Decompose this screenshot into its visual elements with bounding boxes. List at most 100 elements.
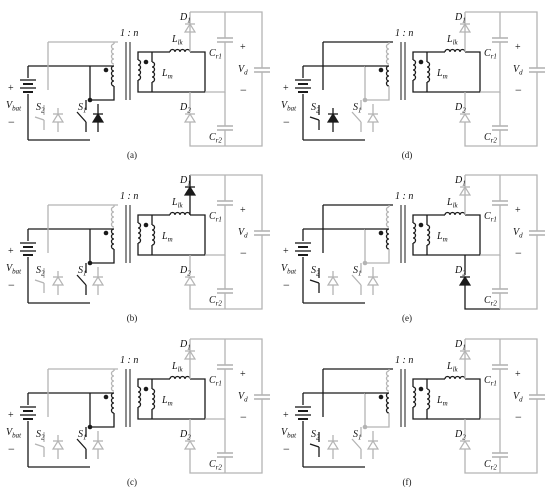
s1-body-diode: [91, 275, 105, 286]
vd-label: Vd: [513, 227, 523, 240]
cr2-label: Cr2: [484, 295, 497, 308]
bottom-rail: [189, 449, 225, 474]
lm-label: Lm: [436, 395, 448, 408]
primary-winding-top: [110, 206, 115, 228]
secondary-loop: [150, 214, 206, 256]
primary-winding-top: [385, 206, 390, 228]
vbat-minus: −: [283, 442, 290, 456]
s1-label: S1: [353, 265, 362, 278]
llk-inductor: [169, 375, 191, 380]
secondary-loop: [150, 51, 206, 93]
llk-inductor: [169, 211, 191, 216]
secondary-polarity-dot: [143, 222, 149, 228]
primary-polarity-dot: [378, 394, 384, 400]
primary-polarity-dot: [103, 67, 109, 73]
bottom-rail: [189, 122, 225, 147]
secondary-winding: [137, 386, 142, 408]
s2-label: S2: [36, 102, 45, 115]
vd-minus: −: [240, 83, 247, 97]
primary-polarity-dot: [378, 230, 384, 236]
llk-inductor: [444, 211, 466, 216]
d1-diode: [183, 185, 197, 196]
vbat-label: Vbat: [6, 427, 22, 440]
bottom-rail: [464, 285, 500, 310]
vd-minus: −: [240, 246, 247, 260]
vd-plus: +: [515, 369, 521, 380]
vd-top-wire: [225, 338, 263, 395]
cr2-label: Cr2: [209, 132, 222, 145]
vd-bottom-wire: [500, 235, 538, 310]
panel-caption-b: (b): [127, 313, 138, 323]
secondary-winding: [412, 59, 417, 81]
turns-ratio-label: 1 : n: [120, 191, 138, 202]
secondary-polarity-dot: [143, 386, 149, 392]
lm-inductor: [426, 61, 431, 83]
vbat-plus: +: [283, 246, 289, 257]
s2-label: S2: [311, 102, 320, 115]
vbat-label: Vbat: [281, 427, 297, 440]
primary-winding-top: [385, 370, 390, 392]
vd-bottom-wire: [500, 72, 538, 147]
d2-label: D2: [454, 265, 466, 278]
panel-caption-a: (a): [127, 150, 137, 160]
secondary-polarity-dot: [418, 59, 424, 65]
lm-label: Lm: [436, 231, 448, 244]
panel-caption-e: (e): [402, 313, 412, 323]
s2-label: S2: [36, 265, 45, 278]
cr2-capacitor: [217, 125, 233, 131]
vd-label: Vd: [238, 227, 248, 240]
vbat-plus: +: [283, 410, 289, 421]
s1-switch: [76, 100, 87, 132]
cr1-label: Cr1: [484, 375, 497, 388]
s2-switch: [34, 105, 45, 130]
cr1-label: Cr1: [209, 375, 222, 388]
s2-label: S2: [311, 429, 320, 442]
d2-label: D2: [179, 265, 191, 278]
cr2-capacitor: [492, 452, 508, 458]
battery: [295, 66, 311, 140]
vd-top-wire: [500, 338, 538, 395]
cr1-label: Cr1: [484, 48, 497, 61]
cr1-capacitor: [217, 200, 233, 206]
vbat-label: Vbat: [6, 263, 22, 276]
d2-diode: [458, 112, 472, 123]
cr2-label: Cr2: [209, 459, 222, 472]
secondary-winding: [412, 222, 417, 244]
secondary-loop: [425, 214, 481, 256]
s1-label: S1: [78, 429, 87, 442]
s1-switch: [76, 427, 87, 459]
s1-switch: [76, 263, 87, 295]
lm-inductor: [426, 224, 431, 246]
vd-label: Vd: [513, 391, 523, 404]
lm-inductor: [151, 224, 156, 246]
cr1-label: Cr1: [484, 211, 497, 224]
s2-body-diode: [326, 275, 340, 286]
battery: [295, 229, 311, 303]
battery: [20, 393, 36, 467]
llk-inductor: [444, 375, 466, 380]
vd-plus: +: [515, 42, 521, 53]
vd-label: Vd: [238, 391, 248, 404]
vbat-label: Vbat: [281, 100, 297, 113]
secondary-polarity-dot: [418, 222, 424, 228]
vbat-plus: +: [8, 83, 14, 94]
cr2-capacitor: [217, 452, 233, 458]
d1-label: D1: [179, 12, 191, 25]
vd-label: Vd: [238, 64, 248, 77]
vd-capacitor: [254, 394, 270, 400]
vd-plus: +: [240, 205, 246, 216]
primary-polarity-dot: [103, 394, 109, 400]
vbat-plus: +: [8, 246, 14, 257]
vd-bottom-wire: [225, 72, 263, 147]
cr1-label: Cr1: [209, 211, 222, 224]
lm-inductor: [151, 388, 156, 410]
panel-caption-d: (d): [402, 150, 413, 160]
vd-plus: +: [240, 42, 246, 53]
vd-bottom-wire: [225, 235, 263, 310]
d2-diode: [183, 112, 197, 123]
vd-minus: −: [240, 410, 247, 424]
s2-body-diode: [51, 439, 65, 450]
